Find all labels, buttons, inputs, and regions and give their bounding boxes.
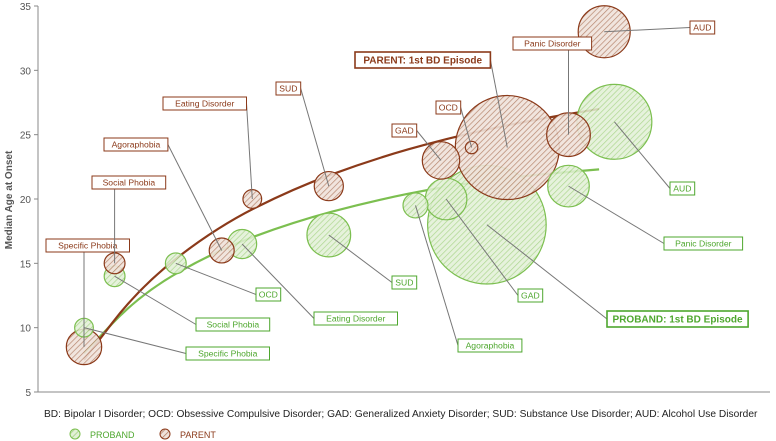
- callout-box: [45, 238, 130, 253]
- callout-leader: [416, 130, 442, 161]
- callout-box: [275, 81, 302, 96]
- y-tick-label: 5: [25, 388, 31, 399]
- callout-box: [391, 123, 418, 138]
- parent-point-label: GAD: [395, 126, 414, 136]
- callout-box: [195, 317, 271, 332]
- callout-box: [185, 346, 270, 361]
- callout-leader: [614, 121, 671, 189]
- callout-leader: [328, 234, 393, 283]
- legend-proband-label: PROBAND: [90, 430, 135, 440]
- legend-proband-marker: [69, 428, 81, 440]
- legend-parent-marker: [159, 428, 171, 440]
- callout-box: [103, 137, 169, 152]
- callout-box: [162, 96, 247, 111]
- callout-leader: [300, 88, 330, 187]
- callout-box: [435, 100, 462, 115]
- callout-box: [391, 275, 418, 290]
- callout-leader: [241, 243, 315, 319]
- parent-point-label: OCD: [439, 103, 458, 113]
- callout-box: [517, 288, 544, 303]
- parent-point-label: Agoraphobia: [112, 140, 161, 150]
- proband-point-label: PROBAND: 1st BD Episode: [613, 315, 743, 326]
- callout-leader: [460, 107, 473, 148]
- axes: Median Age at Onset 5 10 15 20 25 30 35: [4, 2, 770, 399]
- y-tick-label: 20: [20, 195, 32, 206]
- callout-leader: [604, 27, 691, 33]
- callout-leader: [114, 275, 197, 325]
- callout-box: [255, 287, 282, 302]
- parent-point-label: Panic Disorder: [524, 39, 580, 49]
- proband-point-label: OCD: [259, 290, 278, 300]
- callout-box: [354, 51, 492, 69]
- proband-point-label: Specific Phobia: [198, 349, 257, 359]
- callout-box: [606, 310, 749, 328]
- callout-leader: [83, 327, 187, 354]
- proband-point-label: Agoraphobia: [466, 341, 515, 351]
- callout-box: [669, 181, 696, 196]
- y-tick-label: 15: [20, 259, 32, 270]
- callout-box: [313, 311, 398, 326]
- proband-point-label: SUD: [395, 278, 413, 288]
- callout-box: [512, 36, 593, 51]
- callout-leader: [486, 224, 608, 320]
- proband-bubble-aud: [576, 83, 653, 160]
- parent-point-label: PARENT: 1st BD Episode: [363, 56, 482, 67]
- proband-point-label: Social Phobia: [207, 320, 260, 330]
- footnote: BD: Bipolar I Disorder; OCD: Obsessive C…: [44, 409, 758, 420]
- callout-leader: [568, 185, 665, 244]
- callout-leader: [489, 59, 508, 148]
- callout-leader: [415, 205, 459, 346]
- callout-box: [91, 175, 167, 190]
- callout-leader: [175, 262, 257, 295]
- parent-point-label: AUD: [693, 23, 711, 33]
- callout-box: [457, 338, 523, 353]
- proband-point-label: Eating Disorder: [326, 314, 385, 324]
- y-tick-label: 35: [20, 2, 32, 13]
- parent-point-label: Social Phobia: [103, 178, 156, 188]
- y-axis-label: Median Age at Onset: [4, 150, 15, 249]
- callout-leader: [167, 144, 223, 251]
- y-tick-label: 30: [20, 66, 32, 77]
- proband-point-label: AUD: [673, 184, 691, 194]
- y-tick-label: 10: [20, 324, 32, 335]
- proband-point-label: Panic Disorder: [675, 239, 731, 249]
- callout-box: [689, 20, 716, 35]
- parent-point-label: SUD: [279, 84, 297, 94]
- callout-leader: [246, 103, 253, 200]
- legend-parent-label: PARENT: [180, 430, 216, 440]
- callout-leader: [445, 198, 519, 296]
- callout-box: [663, 236, 744, 251]
- parent-point-label: Specific Phobia: [58, 241, 117, 251]
- proband-point-label: GAD: [521, 291, 540, 301]
- parent-point-label: Eating Disorder: [175, 99, 234, 109]
- legend: PROBAND PARENT: [69, 428, 216, 440]
- y-tick-label: 25: [20, 131, 32, 142]
